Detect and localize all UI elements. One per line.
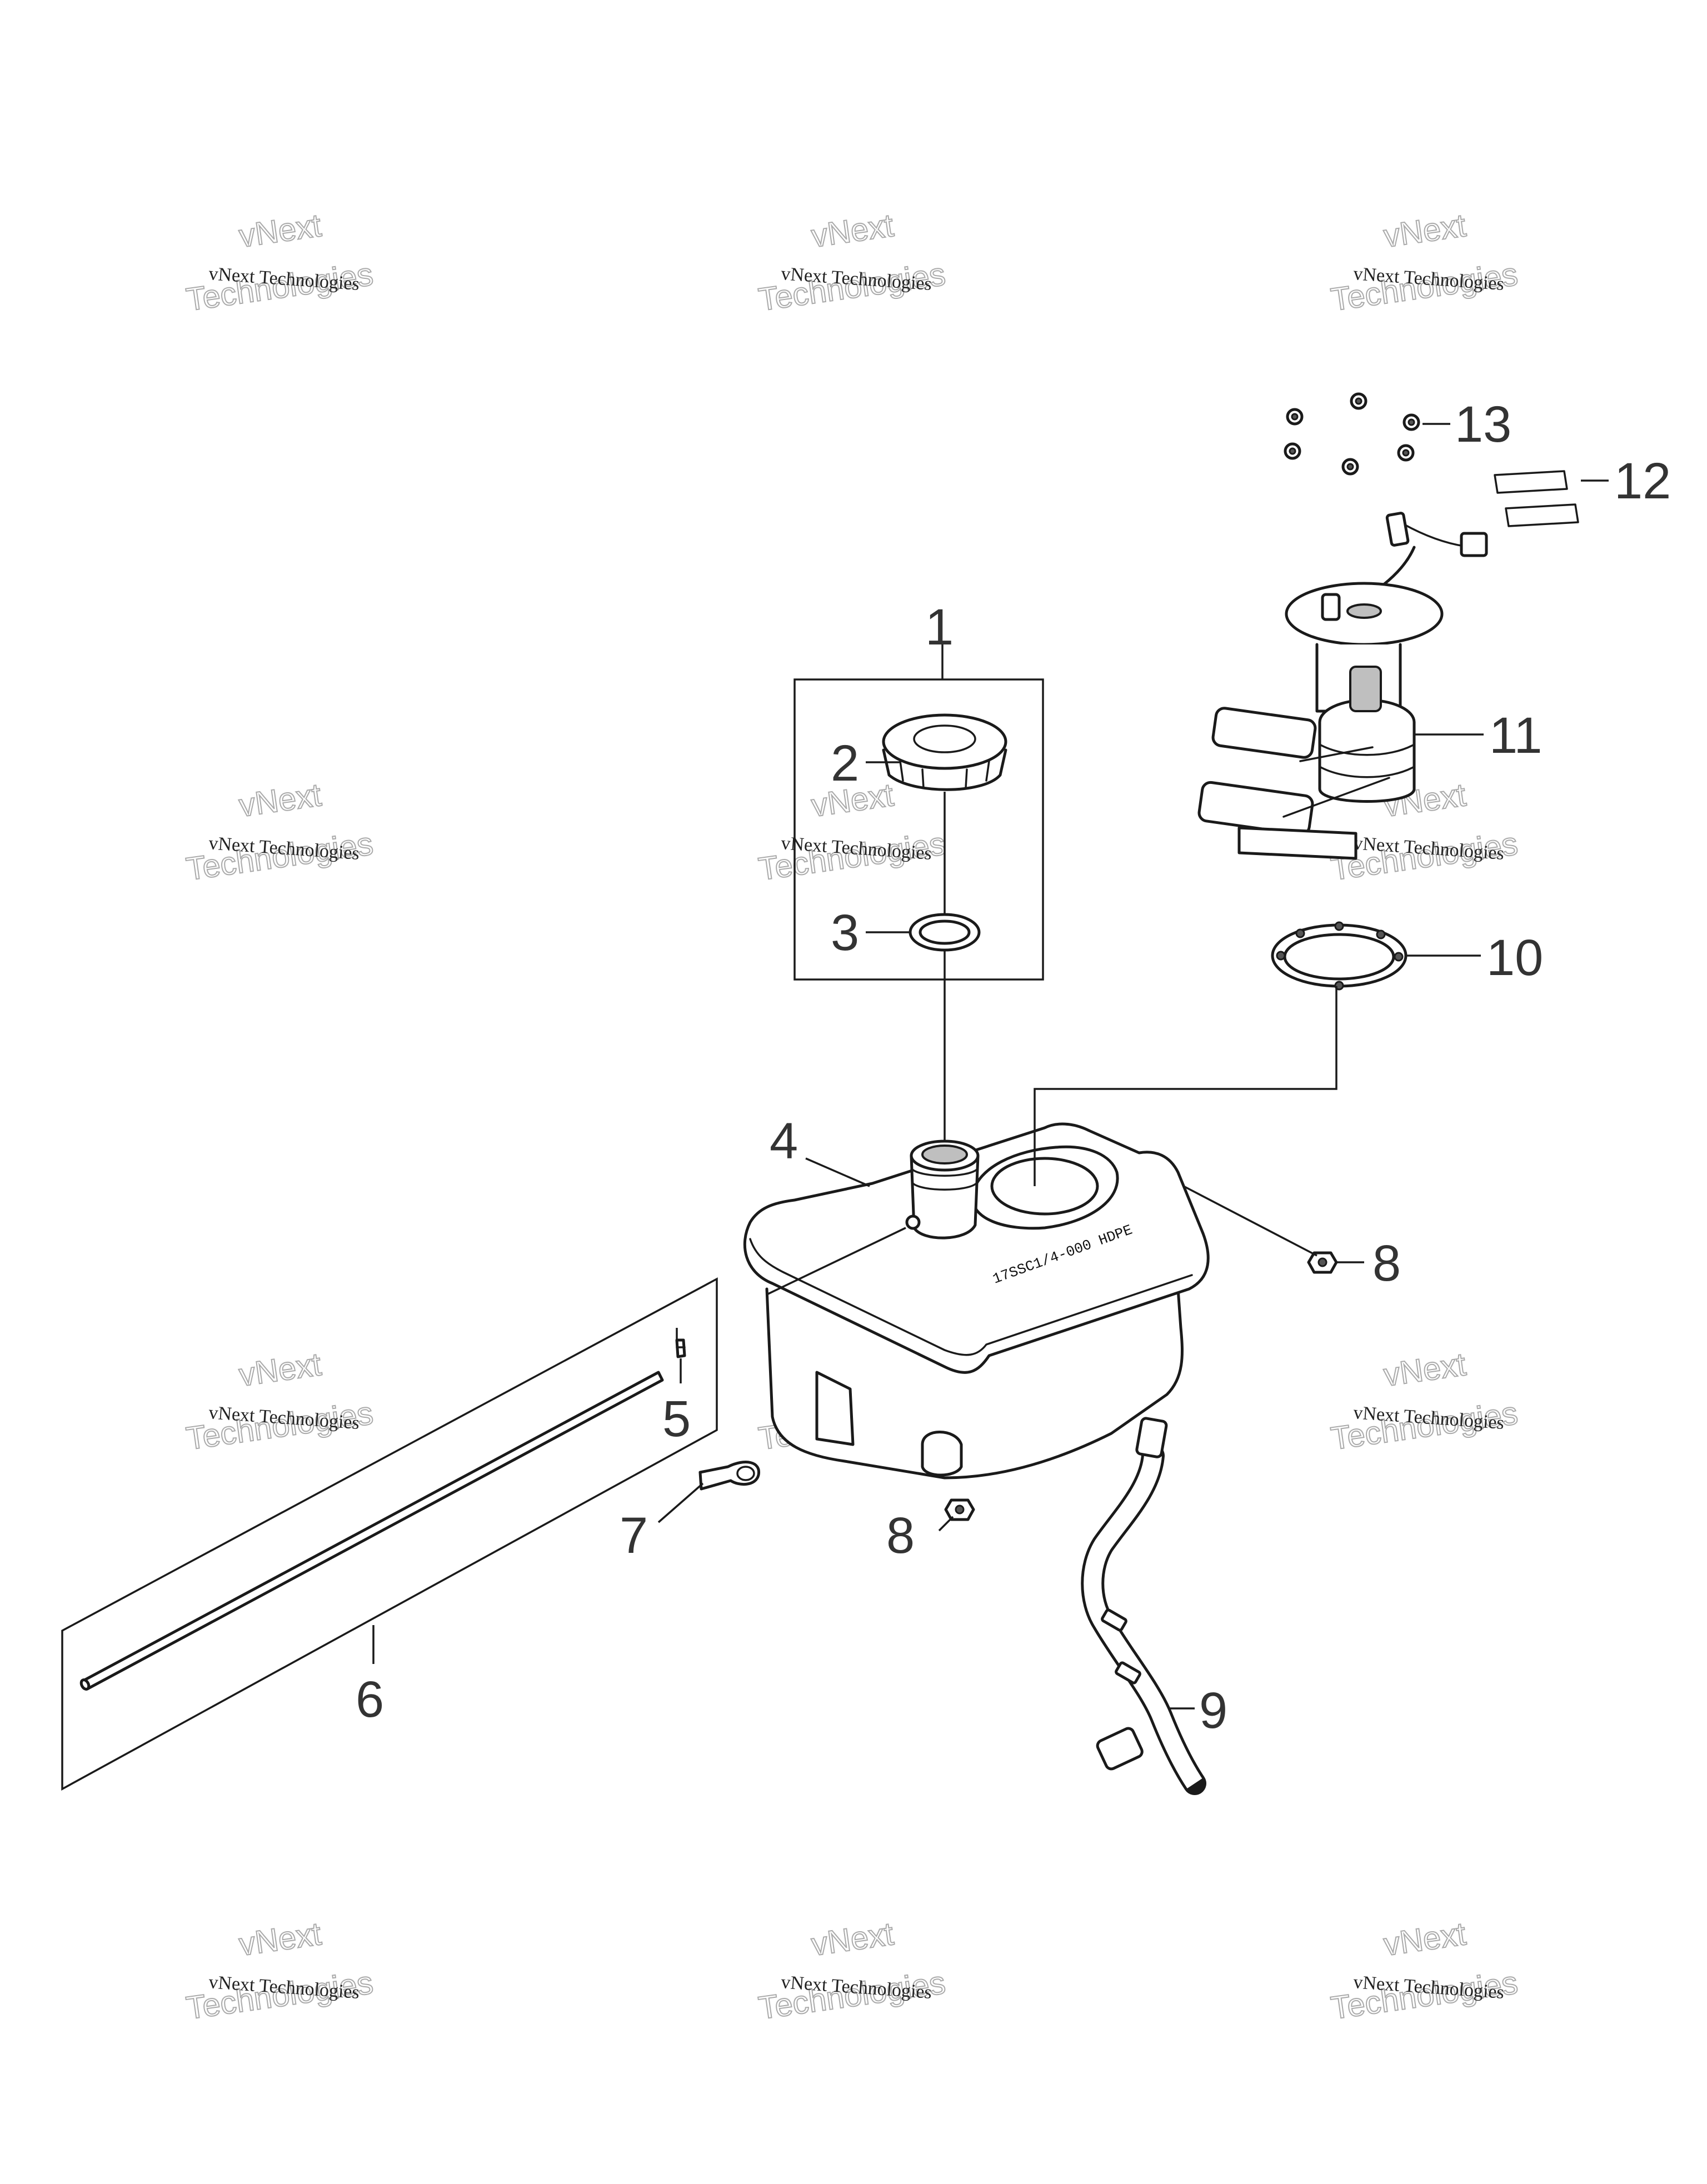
gasket-hole bbox=[1376, 929, 1386, 939]
cap-kit-box bbox=[793, 678, 1044, 981]
hose-connector-top bbox=[1135, 1417, 1168, 1458]
pump-canister bbox=[1318, 721, 1416, 803]
watermark: Technologies vNext vNext Technologies bbox=[756, 1915, 948, 2027]
callout-8: 8 bbox=[1372, 1235, 1401, 1292]
watermark: Technologies vNext vNext Technologies bbox=[756, 207, 948, 318]
hose-clip bbox=[698, 1461, 760, 1491]
callout-numbers: 1 2 3 4 5 6 7 8 8 9 10 11 12 13 bbox=[356, 396, 1671, 1739]
callout-11: 11 bbox=[1489, 707, 1543, 764]
fuel-cap-seal bbox=[909, 913, 981, 952]
screw bbox=[1397, 444, 1415, 462]
screw bbox=[1350, 392, 1367, 410]
watermark-back-text: vNext bbox=[809, 207, 896, 254]
callout-3: 3 bbox=[831, 904, 859, 961]
screw bbox=[1341, 458, 1359, 476]
watermark-back-text: vNext bbox=[1381, 1346, 1468, 1393]
leader-line bbox=[1183, 1185, 1317, 1257]
flange-nut bbox=[1307, 1251, 1338, 1274]
fuel-tank-seam bbox=[749, 1238, 1193, 1356]
pump-harness bbox=[1376, 546, 1416, 591]
leader-line bbox=[938, 1516, 954, 1532]
watermark-back-text: vNext bbox=[237, 207, 323, 254]
label-pad bbox=[1505, 503, 1579, 527]
fuel-cap bbox=[882, 713, 1007, 791]
callout-7: 7 bbox=[620, 1507, 648, 1564]
pump-band bbox=[1319, 766, 1415, 778]
watermark-back-text: vNext bbox=[1381, 1916, 1468, 1963]
gasket-hole bbox=[1334, 921, 1344, 931]
label-pads bbox=[1494, 470, 1579, 527]
leader-line bbox=[657, 1482, 704, 1523]
pump-regulator bbox=[1349, 666, 1382, 712]
callout-6: 6 bbox=[356, 1671, 384, 1728]
pump-mount-opening bbox=[990, 1157, 1099, 1216]
fuel-cap-emblem bbox=[913, 724, 976, 753]
watermark: Technologies vNext vNext Technologies bbox=[183, 1346, 376, 1457]
vent-tube-box bbox=[61, 1277, 718, 1791]
callout-12: 12 bbox=[1614, 453, 1671, 509]
vent-tube bbox=[79, 1371, 664, 1691]
callout-10: 10 bbox=[1486, 929, 1543, 986]
filler-neck bbox=[910, 1154, 980, 1240]
watermark: Technologies vNext vNext Technologies bbox=[1328, 1915, 1520, 2027]
watermark: Technologies vNext vNext Technologies bbox=[1328, 207, 1520, 318]
watermark-back-text: vNext bbox=[237, 1346, 323, 1393]
tank-foot bbox=[921, 1431, 963, 1477]
filler-neck-opening bbox=[921, 1145, 968, 1165]
callout-8: 8 bbox=[886, 1507, 915, 1564]
label-pad bbox=[1494, 470, 1568, 494]
watermark-back-text: vNext bbox=[809, 1916, 896, 1963]
tube-clamp-small bbox=[675, 1338, 686, 1358]
watermark-back-text: vNext bbox=[1381, 207, 1468, 254]
pump-connector bbox=[1385, 512, 1410, 547]
pump-base-plate bbox=[1237, 826, 1357, 860]
watermark: Technologies vNext vNext Technologies bbox=[183, 776, 376, 888]
leader-line bbox=[1034, 986, 1337, 1186]
fuel-hose bbox=[1081, 1417, 1206, 1795]
watermark: Technologies vNext vNext Technologies bbox=[756, 776, 948, 888]
callout-5: 5 bbox=[662, 1391, 691, 1447]
pump-plug bbox=[1460, 532, 1488, 557]
fuel-pump-assembly bbox=[1197, 512, 1488, 860]
leader-line bbox=[766, 1227, 906, 1296]
hose-connector-bottom bbox=[1096, 1727, 1144, 1771]
callout-2: 2 bbox=[831, 735, 859, 792]
watermark: Technologies vNext vNext Technologies bbox=[183, 207, 376, 318]
fuel-cap-top bbox=[882, 713, 1007, 770]
screw bbox=[1284, 442, 1301, 460]
watermark-back-text: vNext bbox=[237, 1916, 323, 1963]
vent-nipple bbox=[905, 1215, 921, 1230]
watermark: Technologies vNext vNext Technologies bbox=[1328, 1346, 1520, 1457]
hose-band bbox=[1115, 1661, 1141, 1685]
pump-outlet bbox=[1346, 603, 1382, 619]
filler-threads bbox=[911, 1168, 978, 1191]
watermark: Technologies vNext vNext Technologies bbox=[183, 1915, 376, 2027]
hose-band bbox=[1101, 1608, 1127, 1632]
gasket-hole bbox=[1295, 928, 1305, 938]
callout-4: 4 bbox=[770, 1113, 798, 1170]
fuel-float bbox=[1211, 707, 1317, 759]
callout-13: 13 bbox=[1455, 396, 1511, 453]
float-arm bbox=[1299, 746, 1374, 762]
callout-9: 9 bbox=[1199, 1682, 1227, 1739]
tank-bracket bbox=[815, 1371, 855, 1446]
watermark-grid: Technologies vNext vNext Technologies Te… bbox=[183, 207, 1520, 2027]
gasket-hole bbox=[1276, 951, 1286, 961]
screw bbox=[1286, 408, 1304, 426]
leader-line bbox=[805, 1157, 870, 1187]
callout-1: 1 bbox=[925, 599, 954, 656]
float-arm bbox=[1282, 777, 1390, 818]
gasket-hole bbox=[1394, 952, 1404, 962]
screw bbox=[1402, 413, 1420, 431]
pump-band bbox=[1319, 743, 1415, 756]
watermark-back-text: vNext bbox=[237, 777, 323, 824]
screw-set bbox=[1284, 392, 1420, 476]
pump-gasket-ring bbox=[1271, 921, 1407, 991]
fuel-tank: 17SSC1/4-000 HDPE bbox=[743, 1122, 1210, 1480]
pump-nipple bbox=[1321, 593, 1341, 621]
leader-lines bbox=[372, 423, 1609, 1710]
fuel-cap-grip bbox=[899, 760, 990, 789]
flange-nut bbox=[944, 1498, 975, 1521]
